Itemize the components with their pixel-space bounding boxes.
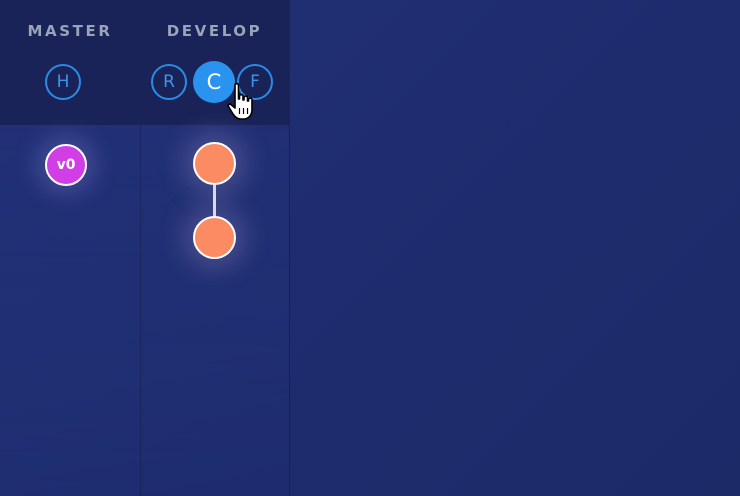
lane-develop: DEVELOP R F C <box>140 0 290 496</box>
master-commit-v0[interactable]: v0 <box>45 144 87 186</box>
develop-commit[interactable] <box>193 142 236 185</box>
commit-button[interactable]: C <box>193 61 235 103</box>
develop-commit[interactable] <box>193 216 236 259</box>
master-commit-label: v0 <box>56 157 76 173</box>
release-button[interactable]: R <box>151 64 187 100</box>
lane-develop-title: DEVELOP <box>166 22 263 40</box>
hotfix-button[interactable]: H <box>45 64 81 100</box>
lane-develop-header: DEVELOP R F C <box>140 0 289 125</box>
lane-master-title: MASTER <box>27 22 113 40</box>
develop-commit-connector <box>213 184 216 218</box>
lane-master-header: MASTER H <box>0 0 141 125</box>
feature-button[interactable]: F <box>237 64 273 100</box>
lane-master: MASTER H <box>0 0 141 496</box>
